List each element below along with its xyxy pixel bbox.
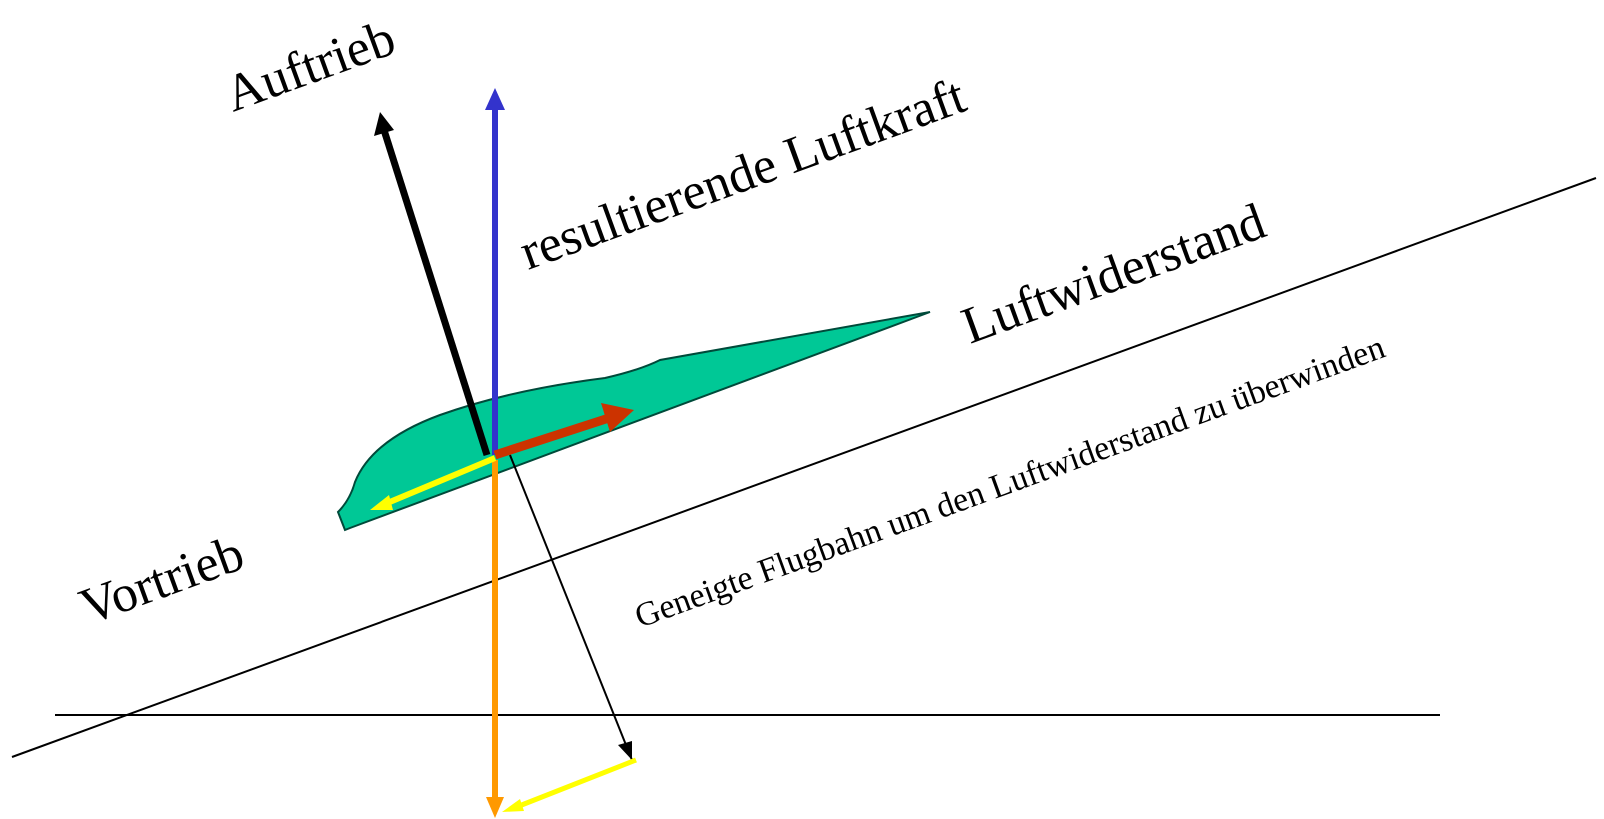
resultant-force-arrowhead (485, 88, 505, 110)
flight-path-line (11, 177, 1597, 758)
thrust-arrow (383, 455, 497, 507)
thrust-arrowhead (370, 495, 393, 510)
label-resultierende-luftkraft: resultierende Luftkraft (513, 67, 974, 281)
weight-component-perpendicular (509, 454, 633, 761)
label-vortrieb: Vortrieb (73, 525, 252, 637)
arrowhead-along-path (502, 799, 524, 812)
label-luftwiderstand: Luftwiderstand (955, 193, 1273, 355)
label-auftrieb: Auftrieb (218, 9, 403, 123)
arrowhead-perpendicular (618, 741, 632, 760)
drag-arrow (493, 412, 614, 460)
drag-arrowhead (601, 403, 634, 432)
lift-arrowhead (374, 112, 394, 136)
weight-component-along-path (513, 757, 637, 811)
airfoil (336, 311, 931, 532)
lift-arrow (380, 128, 491, 457)
weight-arrowhead (486, 797, 504, 818)
